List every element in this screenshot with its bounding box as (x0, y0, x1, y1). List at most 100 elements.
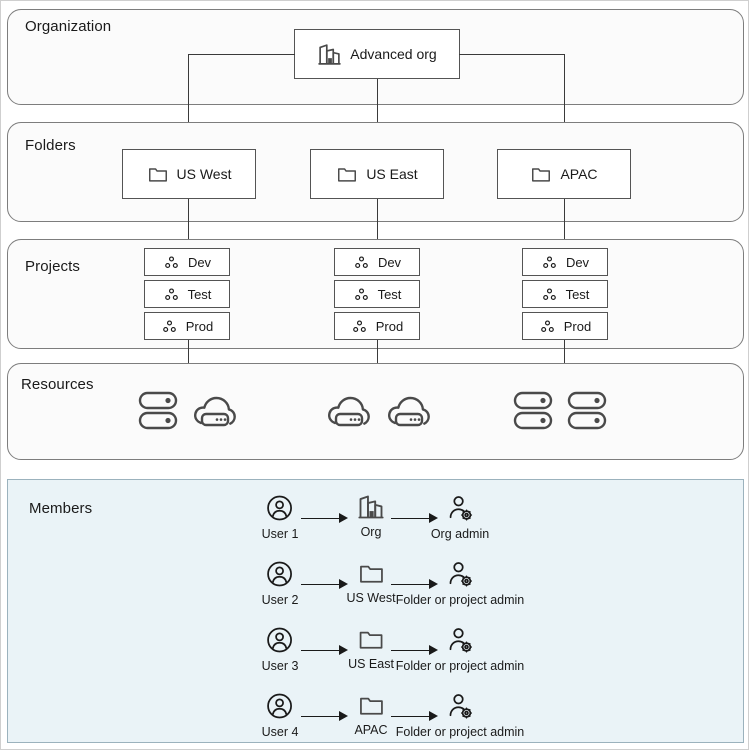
org-branch-right-line (459, 54, 564, 55)
project-drop-right (564, 340, 565, 384)
member-role-cell[interactable]: Org admin (431, 493, 489, 541)
member-role-caption: Org admin (430, 527, 490, 541)
member-row: User 3 US East (1, 625, 748, 689)
project-node-label: Prod (563, 318, 592, 334)
member-user-cell[interactable]: User 2 (261, 559, 299, 607)
user-circle-icon (265, 691, 295, 721)
project-node-prod-1[interactable]: Prod (144, 312, 230, 340)
member-scope-cell[interactable]: APAC (354, 691, 388, 737)
project-icon (353, 286, 370, 303)
member-role-cell[interactable]: Folder or project admin (395, 691, 525, 739)
project-icon (351, 318, 368, 335)
folder-icon (357, 559, 385, 587)
folder-node-us-west[interactable]: US West (122, 149, 256, 199)
member-role-cell[interactable]: Folder or project admin (395, 625, 525, 673)
member-arrow-user-to-scope (301, 579, 348, 589)
member-arrow-user-to-scope (301, 645, 348, 655)
member-user-caption: User 3 (261, 659, 299, 673)
folder-node-label: APAC (560, 166, 598, 182)
resource-group-1 (138, 390, 238, 432)
member-scope-caption: US West (346, 591, 396, 605)
member-scope-cell[interactable]: US West (346, 559, 396, 605)
database-stack-icon (138, 390, 178, 432)
member-row: User 2 US West (1, 559, 748, 623)
project-node-test-2[interactable]: Test (334, 280, 420, 308)
project-node-dev-3[interactable]: Dev (522, 248, 608, 276)
user-admin-icon (445, 691, 475, 721)
project-icon (541, 254, 558, 271)
project-drop-left (188, 340, 189, 384)
member-scope-cell[interactable]: US East (348, 625, 394, 671)
project-icon (353, 254, 370, 271)
folder-node-label: US West (176, 166, 232, 182)
user-circle-icon (265, 493, 295, 523)
org-branch-left-line (188, 54, 295, 55)
project-node-dev-2[interactable]: Dev (334, 248, 420, 276)
project-node-dev-1[interactable]: Dev (144, 248, 230, 276)
resource-group-2 (326, 390, 432, 432)
folder-icon (336, 163, 358, 185)
cloud-storage-icon (192, 390, 238, 432)
member-row: User 1 Org (1, 493, 748, 557)
project-node-label: Test (377, 286, 402, 302)
member-arrow-scope-to-role (391, 711, 438, 721)
member-user-cell[interactable]: User 1 (261, 493, 299, 541)
member-role-caption: Folder or project admin (395, 593, 525, 607)
member-user-caption: User 4 (261, 725, 299, 739)
project-node-label: Dev (187, 254, 212, 270)
member-row: User 4 APAC (1, 691, 748, 749)
project-icon (163, 254, 180, 271)
project-node-prod-2[interactable]: Prod (334, 312, 420, 340)
member-user-caption: User 1 (261, 527, 299, 541)
building-icon (357, 493, 385, 521)
folder-node-apac[interactable]: APAC (497, 149, 631, 199)
project-node-test-1[interactable]: Test (144, 280, 230, 308)
organization-section-label: Organization (25, 18, 112, 35)
project-node-label: Dev (377, 254, 402, 270)
folder-icon (357, 625, 385, 653)
project-node-prod-3[interactable]: Prod (522, 312, 608, 340)
project-node-label: Prod (185, 318, 214, 334)
folder-icon (530, 163, 552, 185)
folder-node-us-east[interactable]: US East (310, 149, 444, 199)
member-scope-caption: Org (360, 525, 382, 539)
member-scope-caption: US East (348, 657, 394, 671)
members-panel (7, 479, 744, 743)
projects-section-label: Projects (25, 258, 80, 275)
project-node-label: Test (565, 286, 590, 302)
org-drop-left (188, 54, 189, 142)
folder-drop-right (564, 199, 565, 243)
org-node-advanced-org[interactable]: Advanced org (294, 29, 460, 79)
member-scope-caption: APAC (354, 723, 388, 737)
member-user-cell[interactable]: User 4 (261, 691, 299, 739)
folders-section-label: Folders (25, 137, 76, 154)
member-role-cell[interactable]: Folder or project admin (395, 559, 525, 607)
folder-icon (357, 691, 385, 719)
member-arrow-user-to-scope (301, 513, 348, 523)
member-role-caption: Folder or project admin (395, 725, 525, 739)
project-node-label: Prod (375, 318, 404, 334)
project-node-test-3[interactable]: Test (522, 280, 608, 308)
folder-drop-center (377, 199, 378, 243)
user-admin-icon (445, 625, 475, 655)
resource-group-3 (513, 390, 607, 432)
member-arrow-scope-to-role (391, 579, 438, 589)
folder-drop-left (188, 199, 189, 243)
member-role-caption: Folder or project admin (395, 659, 525, 673)
project-node-label: Dev (565, 254, 590, 270)
project-icon (541, 286, 558, 303)
member-user-caption: User 2 (261, 593, 299, 607)
project-icon (161, 318, 178, 335)
project-drop-center (377, 340, 378, 384)
member-user-cell[interactable]: User 3 (261, 625, 299, 673)
resources-section-label: Resources (21, 376, 94, 393)
org-node-label: Advanced org (350, 46, 437, 62)
database-stack-icon (513, 390, 553, 432)
folder-node-label: US East (366, 166, 418, 182)
project-icon (163, 286, 180, 303)
database-stack-icon (567, 390, 607, 432)
member-scope-cell[interactable]: Org (357, 493, 385, 539)
org-drop-right (564, 54, 565, 142)
building-icon (317, 42, 342, 67)
